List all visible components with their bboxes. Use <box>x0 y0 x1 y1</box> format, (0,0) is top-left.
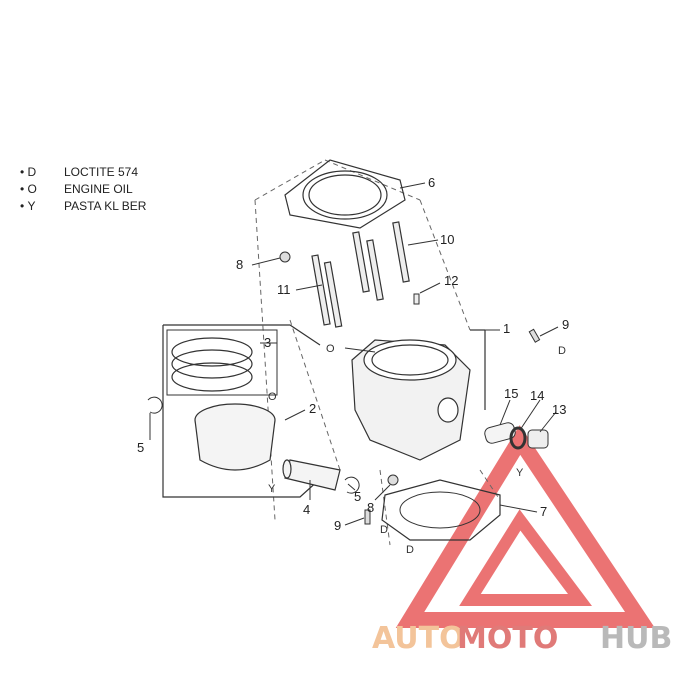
callout-9b: 9 <box>334 518 341 533</box>
callout-9: 9 <box>562 317 569 332</box>
circlip <box>147 396 163 414</box>
dowel-pin <box>413 293 420 305</box>
marker-loctite: D <box>406 544 414 556</box>
callout-13: 13 <box>552 402 566 417</box>
leader-lines <box>149 182 559 526</box>
piston-pin <box>282 459 341 491</box>
base-gasket-bore <box>399 491 481 529</box>
legend-row-loctite: • D LOCTITE 574 <box>20 165 138 179</box>
legend-text: LOCTITE 574 <box>64 165 139 179</box>
ring-set-box <box>166 329 278 396</box>
marker-loctite: D <box>558 345 566 357</box>
marker-loctite: D <box>380 524 388 536</box>
marker-paste: Y <box>516 467 524 479</box>
drop-icon: • Y <box>20 199 36 213</box>
cylinder <box>351 339 471 461</box>
callout-5: 5 <box>137 440 144 455</box>
callout-11: 11 <box>277 282 291 297</box>
circlip <box>344 476 360 494</box>
legend-text: PASTA KL BER <box>64 199 147 213</box>
base-gasket <box>381 479 501 541</box>
legend-text: ENGINE OIL <box>64 182 133 196</box>
marker-oil: O <box>326 343 335 355</box>
drop-icon: • O <box>20 182 37 196</box>
callout-15: 15 <box>504 386 518 401</box>
marker-oil: O <box>268 391 277 403</box>
watermark-logo <box>395 425 655 628</box>
legend-row-paste: • Y PASTA KL BER <box>20 199 146 213</box>
plug <box>527 429 549 449</box>
svg-text:AUTO: AUTO <box>372 621 465 656</box>
callout-8: 8 <box>236 257 243 272</box>
callout-1: 1 <box>503 321 510 336</box>
svg-text:HUB: HUB <box>600 621 672 656</box>
head-gasket <box>284 159 406 229</box>
callout-2: 2 <box>309 401 316 416</box>
o-ring <box>509 426 527 450</box>
callout-10: 10 <box>440 232 454 247</box>
watermark-triangle <box>395 425 655 628</box>
screw <box>528 328 541 343</box>
callout-8b: 8 <box>367 500 374 515</box>
washer <box>387 474 399 486</box>
piston <box>194 403 276 471</box>
watermark-text: AUTO MOTO HUB <box>372 621 672 656</box>
svg-text:MOTO: MOTO <box>457 621 558 656</box>
callout-14: 14 <box>530 388 544 403</box>
callout-12: 12 <box>444 273 458 288</box>
callout-4: 4 <box>303 502 310 517</box>
callout-7: 7 <box>540 504 547 519</box>
callout-5b: 5 <box>354 489 361 504</box>
nut <box>279 251 291 263</box>
watermark-inner-triangle <box>459 509 592 606</box>
callout-3: 3 <box>264 335 271 350</box>
alignment-lines <box>254 159 501 546</box>
marker-paste: Y <box>268 483 276 495</box>
legend-row-oil: • O ENGINE OIL <box>20 182 133 196</box>
piston-rings <box>171 337 253 392</box>
drop-icon: • D <box>20 165 37 179</box>
screw <box>364 509 371 525</box>
callout-6: 6 <box>428 175 435 190</box>
studs <box>311 221 410 328</box>
